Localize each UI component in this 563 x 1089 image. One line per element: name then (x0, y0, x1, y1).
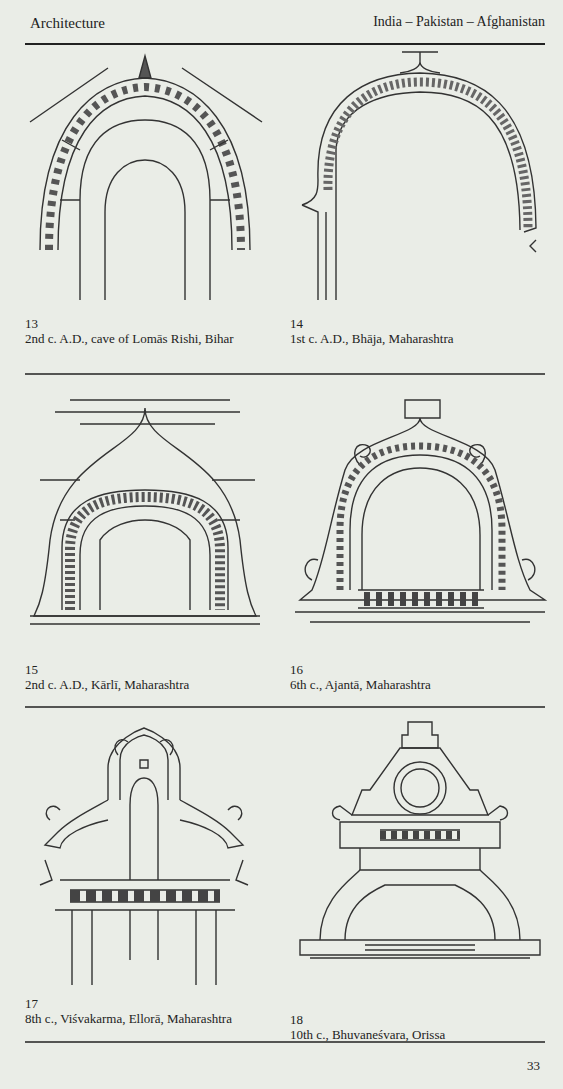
arch-karli (30, 400, 260, 624)
figure-number: 18 (290, 1012, 330, 1028)
figure-caption: 2nd c. A.D., cave of Lomās Rishi, Bihar (25, 331, 280, 347)
arch-visvakarma-ellora (40, 728, 248, 985)
figure-number: 17 (25, 996, 65, 1012)
arch-ajanta (295, 400, 545, 622)
figure-caption: 10th c., Bhuvaneśvara, Orissa (290, 1027, 545, 1043)
arch-bhaja (302, 52, 536, 300)
running-head: Architecture (30, 14, 230, 32)
figure-number: 16 (290, 662, 330, 678)
figure-caption: 2nd c. A.D., Kārlī, Maharashtra (25, 677, 280, 693)
figure-number: 13 (25, 316, 65, 332)
page-number: 33 (495, 1058, 540, 1074)
figure-number: 14 (290, 316, 330, 332)
arch-bhuvanesvara (300, 722, 540, 958)
page-rules (25, 44, 545, 1042)
running-head: India – Pakistan – Afghanistan (300, 14, 545, 31)
figure-caption: 8th c., Viśvakarma, Ellorā, Maharashtra (25, 1011, 275, 1027)
arch-lomas-rishi (30, 56, 262, 300)
figure-caption: 6th c., Ajantā, Maharashtra (290, 677, 545, 693)
figure-number: 15 (25, 662, 65, 678)
figure-caption: 1st c. A.D., Bhāja, Maharashtra (290, 331, 545, 347)
